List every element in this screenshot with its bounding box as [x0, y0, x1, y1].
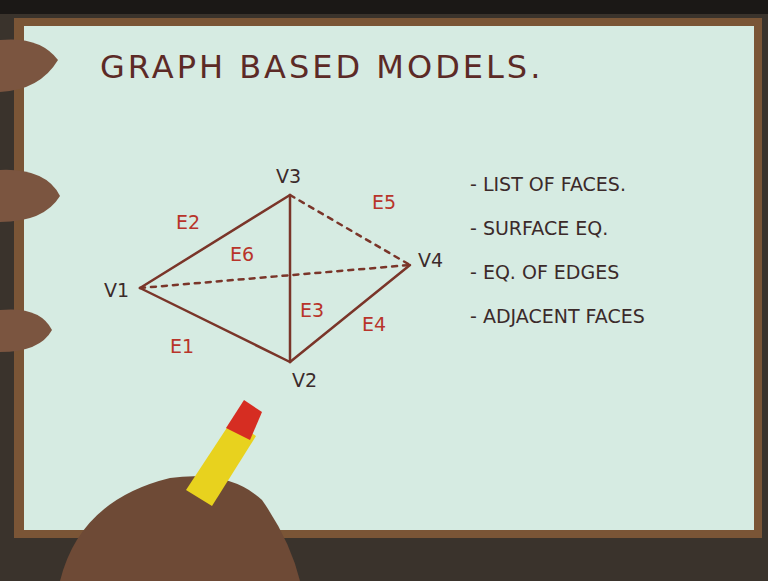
bullet-note: - SURFACE EQ.	[470, 218, 608, 239]
edge-label: E4	[362, 314, 386, 335]
edge-label: E5	[372, 192, 396, 213]
edge-label: E1	[170, 336, 194, 357]
vertex-label: V1	[104, 280, 129, 301]
bullet-note: - EQ. OF EDGES	[470, 262, 619, 283]
bullet-note: - LIST OF FACES.	[470, 174, 626, 195]
edge-label: E6	[230, 244, 254, 265]
vertex-label: V3	[276, 166, 301, 187]
edge-label: E3	[300, 300, 324, 321]
vertex-label: V2	[292, 370, 317, 391]
vertex-label: V4	[418, 250, 443, 271]
bullet-note: - ADJACENT FACES	[470, 306, 645, 327]
edge-label: E2	[176, 212, 200, 233]
board-title: GRAPH BASED MODELS.	[100, 50, 543, 85]
